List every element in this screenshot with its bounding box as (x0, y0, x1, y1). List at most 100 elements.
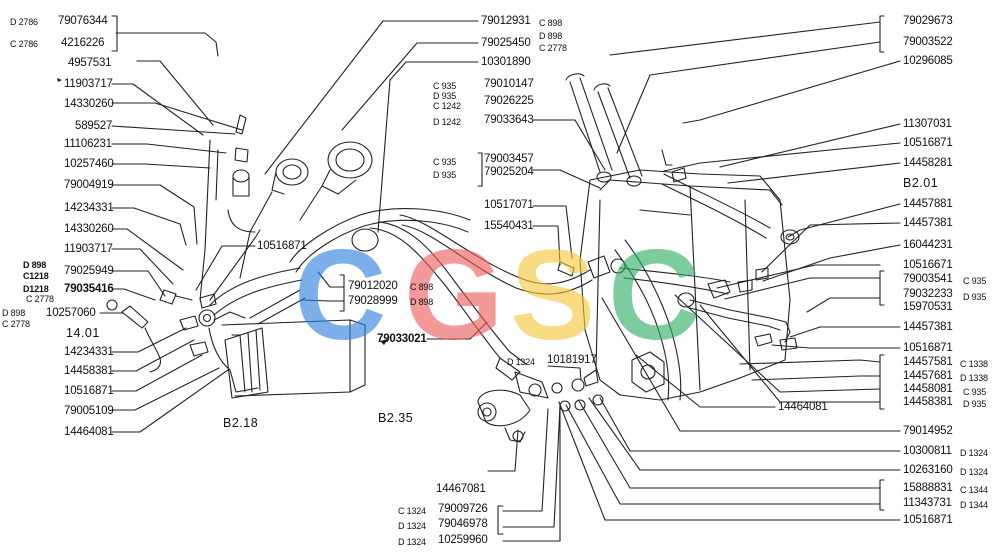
part-number: 15970531 (903, 301, 953, 313)
part-number: 11343731 (903, 497, 952, 509)
part-number: 14464081 (778, 401, 828, 413)
variant-code: D 1324 (398, 537, 426, 547)
watermark-letter-c2: C (608, 224, 701, 367)
variant-code: D1218 (23, 284, 49, 294)
variant-code: D 1242 (433, 117, 461, 127)
variant-code: D 1324 (398, 521, 426, 531)
variant-code: C 2778 (2, 319, 30, 329)
part-number: 10181917 (547, 354, 597, 366)
part-number: 10516871 (257, 240, 307, 252)
variant-code: C1218 (23, 271, 49, 281)
watermark-letter-c1: C (294, 224, 387, 367)
part-number: 10516871 (903, 137, 953, 149)
variant-code: C 935 (963, 276, 987, 286)
part-number: 79003541 (903, 273, 953, 285)
reference-label: B2.01 (903, 176, 939, 190)
variant-code: D 898 (2, 308, 26, 318)
part-number: 79028999 (348, 295, 398, 307)
part-number: 11106231 (64, 138, 112, 150)
part-number: 10517071 (484, 199, 534, 211)
part-number: 79010147 (484, 78, 534, 90)
variant-code: D 1338 (960, 373, 988, 383)
part-number: 16044231 (903, 239, 953, 251)
part-number: 79014952 (903, 425, 953, 437)
variant-code: D 935 (433, 91, 457, 101)
variant-code: D 1324 (960, 448, 988, 458)
reference-label: B2.18 (223, 416, 259, 430)
part-number: 10516671 (903, 259, 953, 271)
part-number: 10301890 (481, 56, 531, 68)
variant-code: C 898 (410, 282, 434, 292)
part-number: 79025949 (64, 265, 114, 277)
part-number: 79003457 (484, 153, 534, 165)
part-number: 14234331 (64, 346, 114, 358)
part-number: 79012931 (481, 15, 531, 27)
part-number: 10516871 (64, 385, 114, 397)
variant-code: C 935 (963, 387, 987, 397)
part-number: 10259960 (438, 534, 488, 546)
variant-code: D 898 (539, 31, 563, 41)
part-number: 14457381 (903, 217, 953, 229)
variant-code: D 1344 (960, 500, 988, 510)
part-number: 79004919 (64, 179, 114, 191)
part-number: 14458381 (64, 365, 114, 377)
part-number: 14457681 (903, 370, 953, 382)
part-number: 79003522 (903, 36, 953, 48)
part-number: 10263160 (903, 464, 953, 476)
part-number: 4957531 (68, 57, 112, 69)
part-number: 4216226 (61, 37, 105, 49)
part-number: 10516871 (903, 514, 953, 526)
part-number: 14458381 (903, 396, 953, 408)
part-number: 79029673 (903, 15, 953, 27)
part-number: 589527 (75, 120, 113, 132)
part-number: 15540431 (484, 220, 534, 232)
variant-code: D 935 (963, 292, 987, 302)
variant-code: C 2778 (539, 43, 567, 53)
variant-code: D 935 (963, 399, 987, 409)
part-number: 11903717 (64, 78, 113, 90)
part-number: 14457381 (903, 321, 953, 333)
part-number: 14330260 (64, 98, 114, 110)
variant-code: D 2786 (10, 17, 38, 27)
part-number: 14458081 (903, 383, 953, 395)
part-number: 79032233 (903, 288, 953, 300)
variant-code: C 935 (433, 81, 457, 91)
watermark-letter-g: G (404, 224, 504, 367)
watermark-letter-s: S (510, 224, 596, 367)
part-number: 10257460 (64, 158, 114, 170)
part-number: 79026225 (484, 95, 534, 107)
variant-code: D 935 (433, 170, 457, 180)
variant-code: D 898 (410, 297, 434, 307)
variant-code: D 898 (23, 260, 47, 270)
part-number: 14234331 (64, 202, 114, 214)
variant-code: C 2786 (10, 39, 38, 49)
variant-code: C 935 (433, 157, 457, 167)
part-number: 79076344 (58, 15, 108, 27)
part-number: 79035416 (64, 283, 114, 295)
reference-label: 14.01 (66, 326, 100, 340)
part-number: 79009726 (438, 503, 488, 515)
part-number: 79005109 (64, 405, 114, 417)
part-number: 11307031 (903, 118, 952, 130)
part-number: 79046978 (438, 518, 488, 530)
variant-code: D 1324 (960, 467, 988, 477)
part-number: 10257060 (46, 307, 96, 319)
variant-code: C 1338 (960, 359, 988, 369)
part-number: 15888831 (903, 482, 953, 494)
part-number: 10296085 (903, 55, 953, 67)
part-number: 10516871 (903, 342, 953, 354)
part-number: 14464081 (64, 426, 114, 438)
part-number: 79012020 (348, 280, 398, 292)
part-number: 14330260 (64, 223, 114, 235)
part-number: 79033643 (484, 114, 534, 126)
variant-code: C 1242 (433, 101, 461, 111)
variant-code: C 898 (539, 18, 563, 28)
part-number: 14457881 (903, 198, 953, 210)
part-number: 79025204 (484, 166, 534, 178)
reference-label: B2.35 (378, 411, 414, 425)
part-number: 79033021 (377, 333, 427, 345)
variant-code: C 1344 (960, 485, 988, 495)
part-number: 79025450 (481, 37, 531, 49)
part-number: 10300811 (903, 445, 952, 457)
